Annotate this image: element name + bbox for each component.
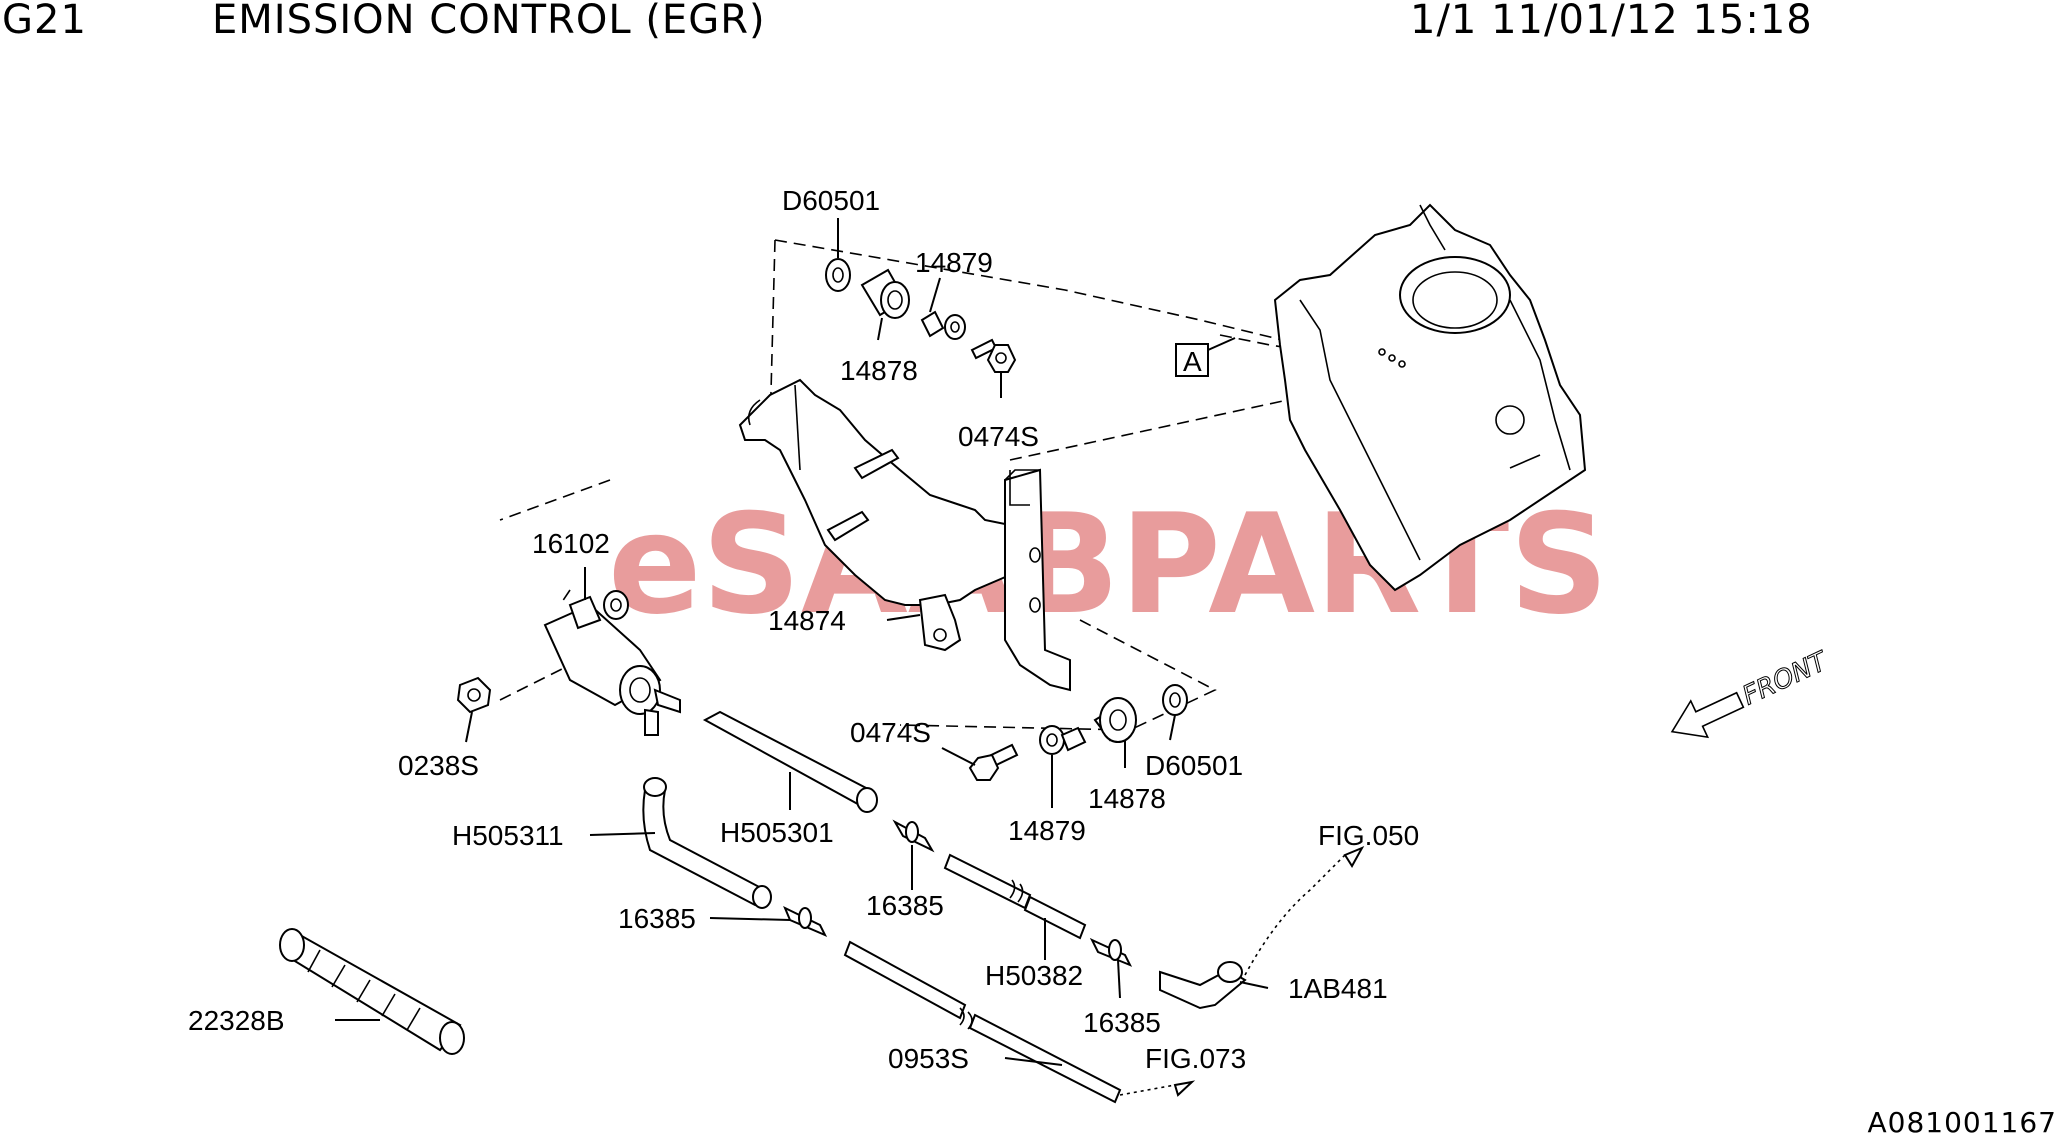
- callout-d60501-right: D60501: [1145, 750, 1243, 781]
- figure-reference-arrows: [1119, 845, 1365, 1097]
- callout-22328b: 22328B: [188, 1005, 285, 1036]
- page-title: EMISSION CONTROL (EGR): [212, 0, 766, 43]
- document-id: A081001167: [1867, 1106, 2057, 1139]
- leader-lines: [335, 218, 1269, 1066]
- callout-h50382: H50382: [985, 960, 1083, 991]
- lower-fasteners: [968, 684, 1188, 781]
- bracket-studs: [826, 448, 900, 542]
- reference-box: [1175, 343, 1209, 377]
- nut-0238s: [456, 676, 492, 714]
- callout-14878-mid: 14878: [1088, 783, 1166, 814]
- figure-code: G21: [2, 0, 87, 43]
- callout-16385-lower: 16385: [618, 903, 696, 934]
- callout-fig073[interactable]: FIG.073: [1145, 1043, 1246, 1074]
- hose-assemblies: [279, 710, 1247, 1104]
- callout-16385-upper: 16385: [866, 890, 944, 921]
- callout-d60501-top: D60501: [782, 185, 880, 216]
- bracket-14874: [738, 378, 1071, 692]
- callout-0953s: 0953S: [888, 1043, 969, 1074]
- callout-14878-top: 14878: [840, 355, 918, 386]
- callout-14879-mid: 14879: [1008, 815, 1086, 846]
- callout-0238s: 0238S: [398, 750, 479, 781]
- callout-16385-right: 16385: [1083, 1007, 1161, 1038]
- callout-h505311: H505311: [452, 820, 564, 851]
- page-info: 1/1 11/01/12 15:18: [1410, 0, 1813, 43]
- callout-fig050[interactable]: FIG.050: [1318, 820, 1419, 851]
- callout-14879-top: 14879: [915, 247, 993, 278]
- callout-16102: 16102: [532, 528, 610, 559]
- solenoid-valve-16102: [543, 590, 681, 736]
- callout-14874: 14874: [768, 605, 846, 636]
- upper-fasteners: [825, 258, 1017, 373]
- front-label: FRONT: [1738, 646, 1833, 712]
- callout-h505301: H505301: [720, 817, 834, 848]
- callout-labels: D60501 14879 14878 0474S 16102 14874 023…: [188, 185, 1419, 1074]
- callout-0474s-top: 0474S: [958, 421, 1039, 452]
- front-direction-arrow: FRONT: [1670, 645, 1834, 739]
- engine-heat-shield: [1273, 203, 1587, 592]
- callout-0474s-mid: 0474S: [850, 717, 931, 748]
- reference-box-label: A: [1183, 346, 1202, 377]
- callout-1ab481: 1AB481: [1288, 973, 1388, 1004]
- page-header: G21 EMISSION CONTROL (EGR) 1/1 11/01/12 …: [0, 0, 2065, 60]
